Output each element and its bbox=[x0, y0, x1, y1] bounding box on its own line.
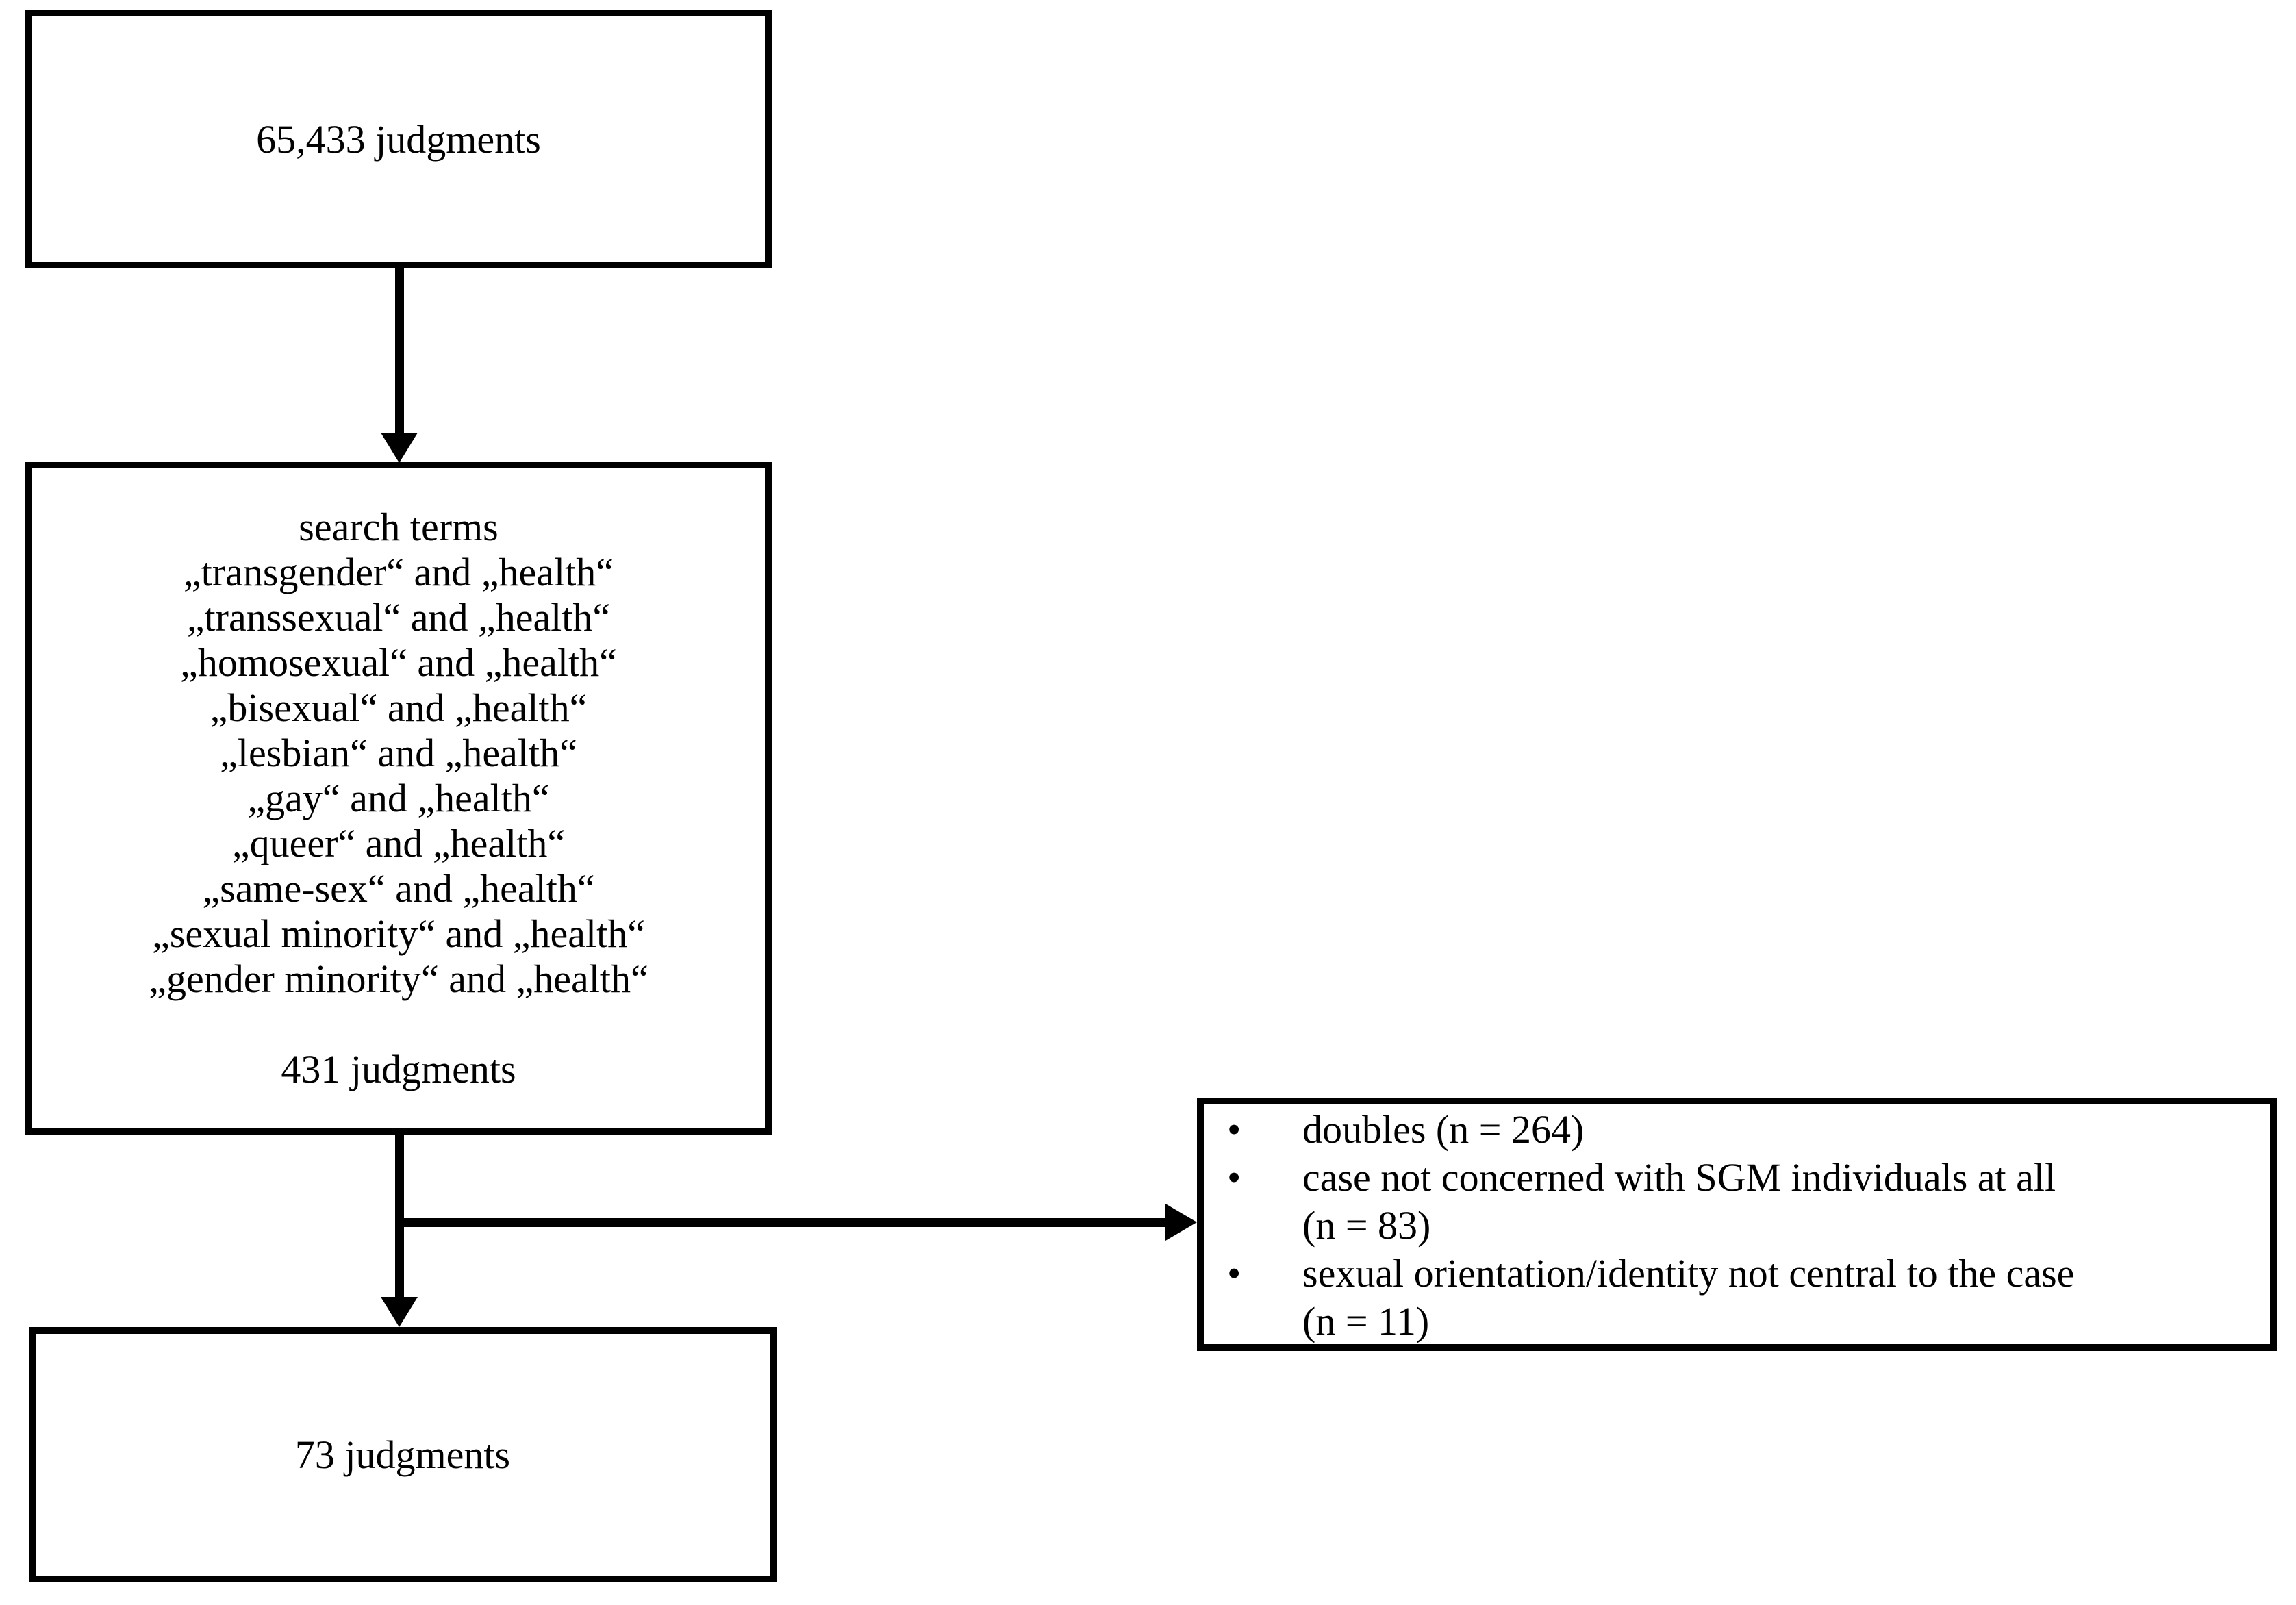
search-term: „gender minority“ and „health“ bbox=[149, 957, 648, 1001]
search-term: „transgender“ and „health“ bbox=[184, 550, 614, 594]
exclusion-item: • case not concerned with SGM individual… bbox=[1204, 1154, 2270, 1250]
box-total-judgments: 65,433 judgments bbox=[25, 10, 772, 268]
box-exclusions: • doubles (n = 264) • case not concerned… bbox=[1197, 1098, 2277, 1351]
exclusion-text-count: (n = 83) bbox=[1302, 1203, 1431, 1248]
arrow-down-icon bbox=[381, 433, 418, 463]
search-term: „sexual minority“ and „health“ bbox=[152, 911, 645, 956]
bullet-icon: • bbox=[1227, 1155, 1241, 1200]
search-term: „bisexual“ and „health“ bbox=[210, 685, 588, 730]
bullet-icon: • bbox=[1227, 1251, 1241, 1296]
arrow-down-2-shaft bbox=[395, 1135, 404, 1297]
exclusion-text: case not concerned with SGM individuals … bbox=[1302, 1155, 2056, 1200]
box-final-judgments: 73 judgments bbox=[29, 1327, 777, 1582]
arrow-down-1-shaft bbox=[395, 267, 404, 433]
search-term: „queer“ and „health“ bbox=[231, 821, 566, 865]
search-term: „transsexual“ and „health“ bbox=[186, 595, 611, 640]
exclusion-text: sexual orientation/identity not central … bbox=[1302, 1251, 2075, 1296]
arrow-right-exclusions-shaft bbox=[395, 1218, 1165, 1227]
search-terms-title: search terms bbox=[299, 505, 499, 549]
arrow-right-icon bbox=[1165, 1204, 1197, 1241]
exclusion-item: • sexual orientation/identity not centra… bbox=[1204, 1250, 2270, 1345]
search-results-count: 431 judgments bbox=[281, 1047, 516, 1091]
search-term: „lesbian“ and „health“ bbox=[220, 731, 577, 775]
search-term: „homosexual“ and „health“ bbox=[180, 640, 617, 685]
exclusion-item: • doubles (n = 264) bbox=[1204, 1106, 2270, 1154]
box-search-terms: search terms „transgender“ and „health“ … bbox=[25, 462, 772, 1135]
search-term: „gay“ and „health“ bbox=[247, 776, 550, 820]
exclusion-text-count: (n = 11) bbox=[1302, 1299, 1430, 1343]
final-judgments-label: 73 judgments bbox=[294, 1432, 511, 1477]
search-term: „same-sex“ and „health“ bbox=[202, 866, 595, 911]
arrow-down-icon bbox=[381, 1297, 418, 1327]
total-judgments-label: 65,433 judgments bbox=[256, 116, 541, 162]
bullet-icon: • bbox=[1227, 1107, 1241, 1152]
exclusion-text: doubles (n = 264) bbox=[1302, 1107, 1585, 1152]
